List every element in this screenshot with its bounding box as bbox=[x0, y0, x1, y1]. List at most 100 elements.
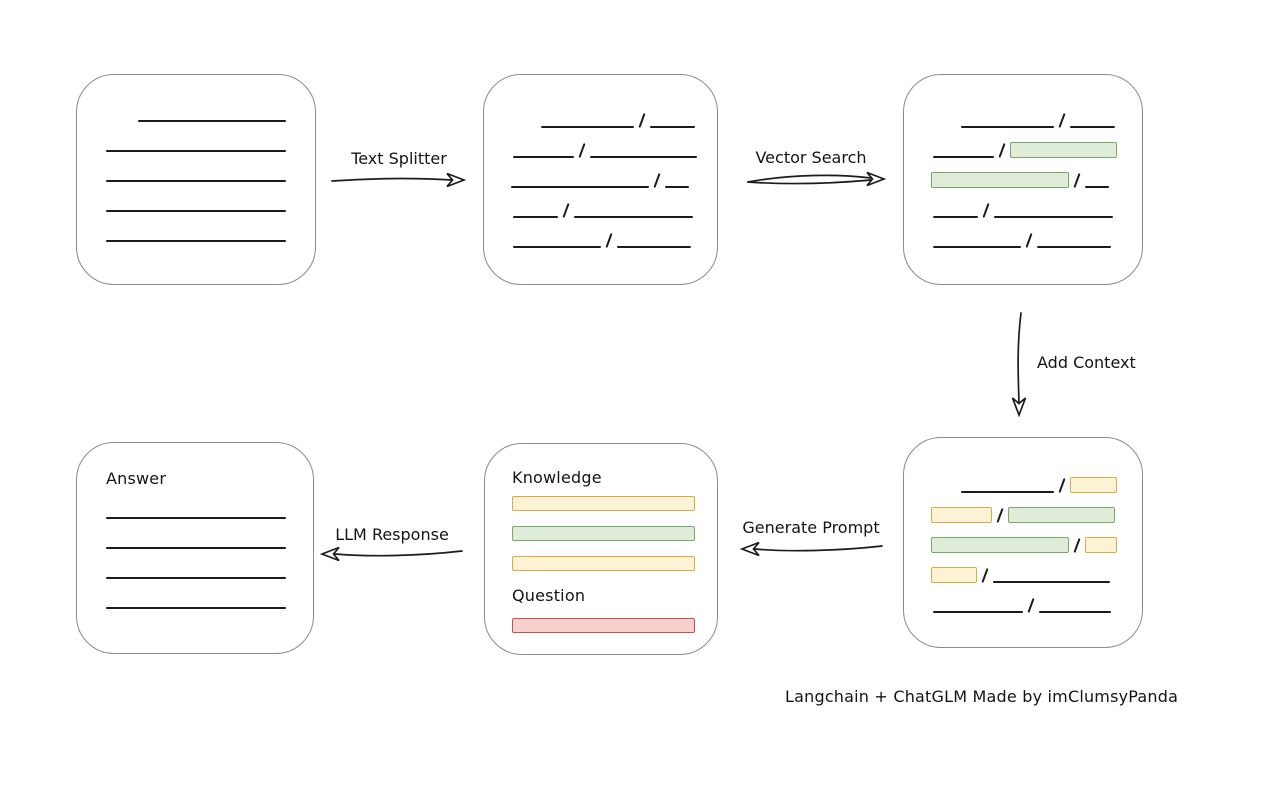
text-line bbox=[138, 120, 286, 122]
text-line bbox=[665, 186, 690, 188]
chunk-separator-slash bbox=[653, 173, 661, 188]
text-line bbox=[513, 216, 558, 218]
chunk-row bbox=[484, 108, 717, 128]
vector-search-results-box bbox=[903, 74, 1143, 285]
text-line bbox=[1039, 611, 1112, 613]
gap bbox=[484, 127, 541, 128]
generate-prompt-label: Generate Prompt bbox=[742, 518, 880, 537]
text-line bbox=[961, 491, 1054, 493]
chunk-row bbox=[106, 102, 315, 122]
yellow-highlight-chunk bbox=[931, 507, 992, 523]
generate-prompt-arrow bbox=[739, 541, 883, 557]
vector-search-label: Vector Search bbox=[755, 148, 867, 167]
red-bar bbox=[512, 618, 695, 633]
gap bbox=[904, 582, 931, 583]
vector-search-arrow bbox=[747, 171, 887, 187]
text-line bbox=[1085, 186, 1110, 188]
text-line bbox=[511, 186, 649, 188]
text-line bbox=[933, 216, 978, 218]
text-line bbox=[933, 246, 1021, 248]
text-line bbox=[1037, 246, 1112, 248]
llm-response-label: LLM Response bbox=[335, 525, 449, 544]
chunk-separator-slash bbox=[1025, 233, 1033, 248]
chunk-separator-slash bbox=[1058, 478, 1066, 493]
text-line bbox=[961, 126, 1054, 128]
text-splitter-label: Text Splitter bbox=[351, 149, 447, 168]
chunk-row bbox=[106, 192, 315, 212]
chunk-row bbox=[106, 529, 313, 549]
context-lines bbox=[904, 473, 1142, 613]
gap bbox=[904, 492, 961, 493]
chunk-row bbox=[484, 228, 717, 248]
knowledge-heading: Knowledge bbox=[512, 468, 602, 487]
text-line bbox=[590, 156, 698, 158]
chunk-row bbox=[904, 198, 1142, 218]
question-heading: Question bbox=[512, 586, 586, 605]
chunk-row bbox=[106, 132, 315, 152]
gap bbox=[904, 247, 933, 248]
search-result-lines bbox=[904, 108, 1142, 248]
text-line bbox=[617, 246, 692, 248]
chunk-row bbox=[106, 222, 315, 242]
text-line bbox=[1070, 126, 1116, 128]
gap bbox=[904, 552, 931, 553]
gap bbox=[904, 217, 933, 218]
gap bbox=[904, 127, 961, 128]
prompt-box: Knowledge Question bbox=[484, 443, 718, 655]
text-line bbox=[574, 216, 694, 218]
green-highlight-chunk bbox=[931, 172, 1069, 188]
gap bbox=[484, 157, 513, 158]
gap bbox=[484, 217, 513, 218]
text-line bbox=[541, 126, 634, 128]
gap bbox=[106, 121, 138, 122]
document-lines bbox=[106, 102, 315, 242]
yellow-bar bbox=[512, 556, 695, 571]
chunk-row bbox=[904, 138, 1142, 158]
credit-caption: Langchain + ChatGLM Made by imClumsyPand… bbox=[785, 687, 1179, 706]
chunk-row bbox=[106, 499, 313, 519]
gap bbox=[484, 247, 513, 248]
context-box bbox=[903, 437, 1143, 648]
yellow-bar bbox=[512, 496, 695, 511]
text-line bbox=[106, 517, 286, 519]
chunk-separator-slash bbox=[638, 113, 646, 128]
add-context-arrow bbox=[1011, 312, 1027, 418]
text-line bbox=[650, 126, 696, 128]
chunk-separator-slash bbox=[1027, 598, 1035, 613]
document-box bbox=[76, 74, 316, 285]
chunk-row bbox=[904, 228, 1142, 248]
chunk-row bbox=[904, 108, 1142, 128]
text-line bbox=[106, 180, 286, 182]
chunk-row bbox=[904, 533, 1142, 553]
add-context-label: Add Context bbox=[1037, 353, 1136, 372]
chunk-separator-slash bbox=[1073, 538, 1081, 553]
chunk-separator-slash bbox=[996, 508, 1004, 523]
green-highlight-chunk bbox=[931, 537, 1069, 553]
answer-heading: Answer bbox=[106, 469, 167, 488]
chunk-row bbox=[904, 473, 1142, 493]
gap bbox=[484, 187, 511, 188]
green-highlight-chunk bbox=[1010, 142, 1118, 158]
chunk-row bbox=[904, 593, 1142, 613]
chunk-separator-slash bbox=[1058, 113, 1066, 128]
text-line bbox=[513, 156, 574, 158]
text-splitter-arrow bbox=[331, 172, 467, 188]
chunk-separator-slash bbox=[562, 203, 570, 218]
chunk-separator-slash bbox=[605, 233, 613, 248]
gap bbox=[904, 612, 933, 613]
chunk-row bbox=[484, 168, 717, 188]
yellow-highlight-chunk bbox=[1085, 537, 1118, 553]
text-line bbox=[994, 216, 1114, 218]
chunk-row bbox=[106, 589, 313, 609]
text-line bbox=[106, 240, 286, 242]
chunk-separator-slash bbox=[998, 143, 1006, 158]
chunk-row bbox=[484, 138, 717, 158]
green-bar bbox=[512, 526, 695, 541]
text-line bbox=[106, 607, 286, 609]
chunk-separator-slash bbox=[982, 203, 990, 218]
chunk-row bbox=[484, 198, 717, 218]
chunk-row bbox=[106, 162, 315, 182]
llm-response-arrow bbox=[319, 546, 463, 562]
text-line bbox=[513, 246, 601, 248]
